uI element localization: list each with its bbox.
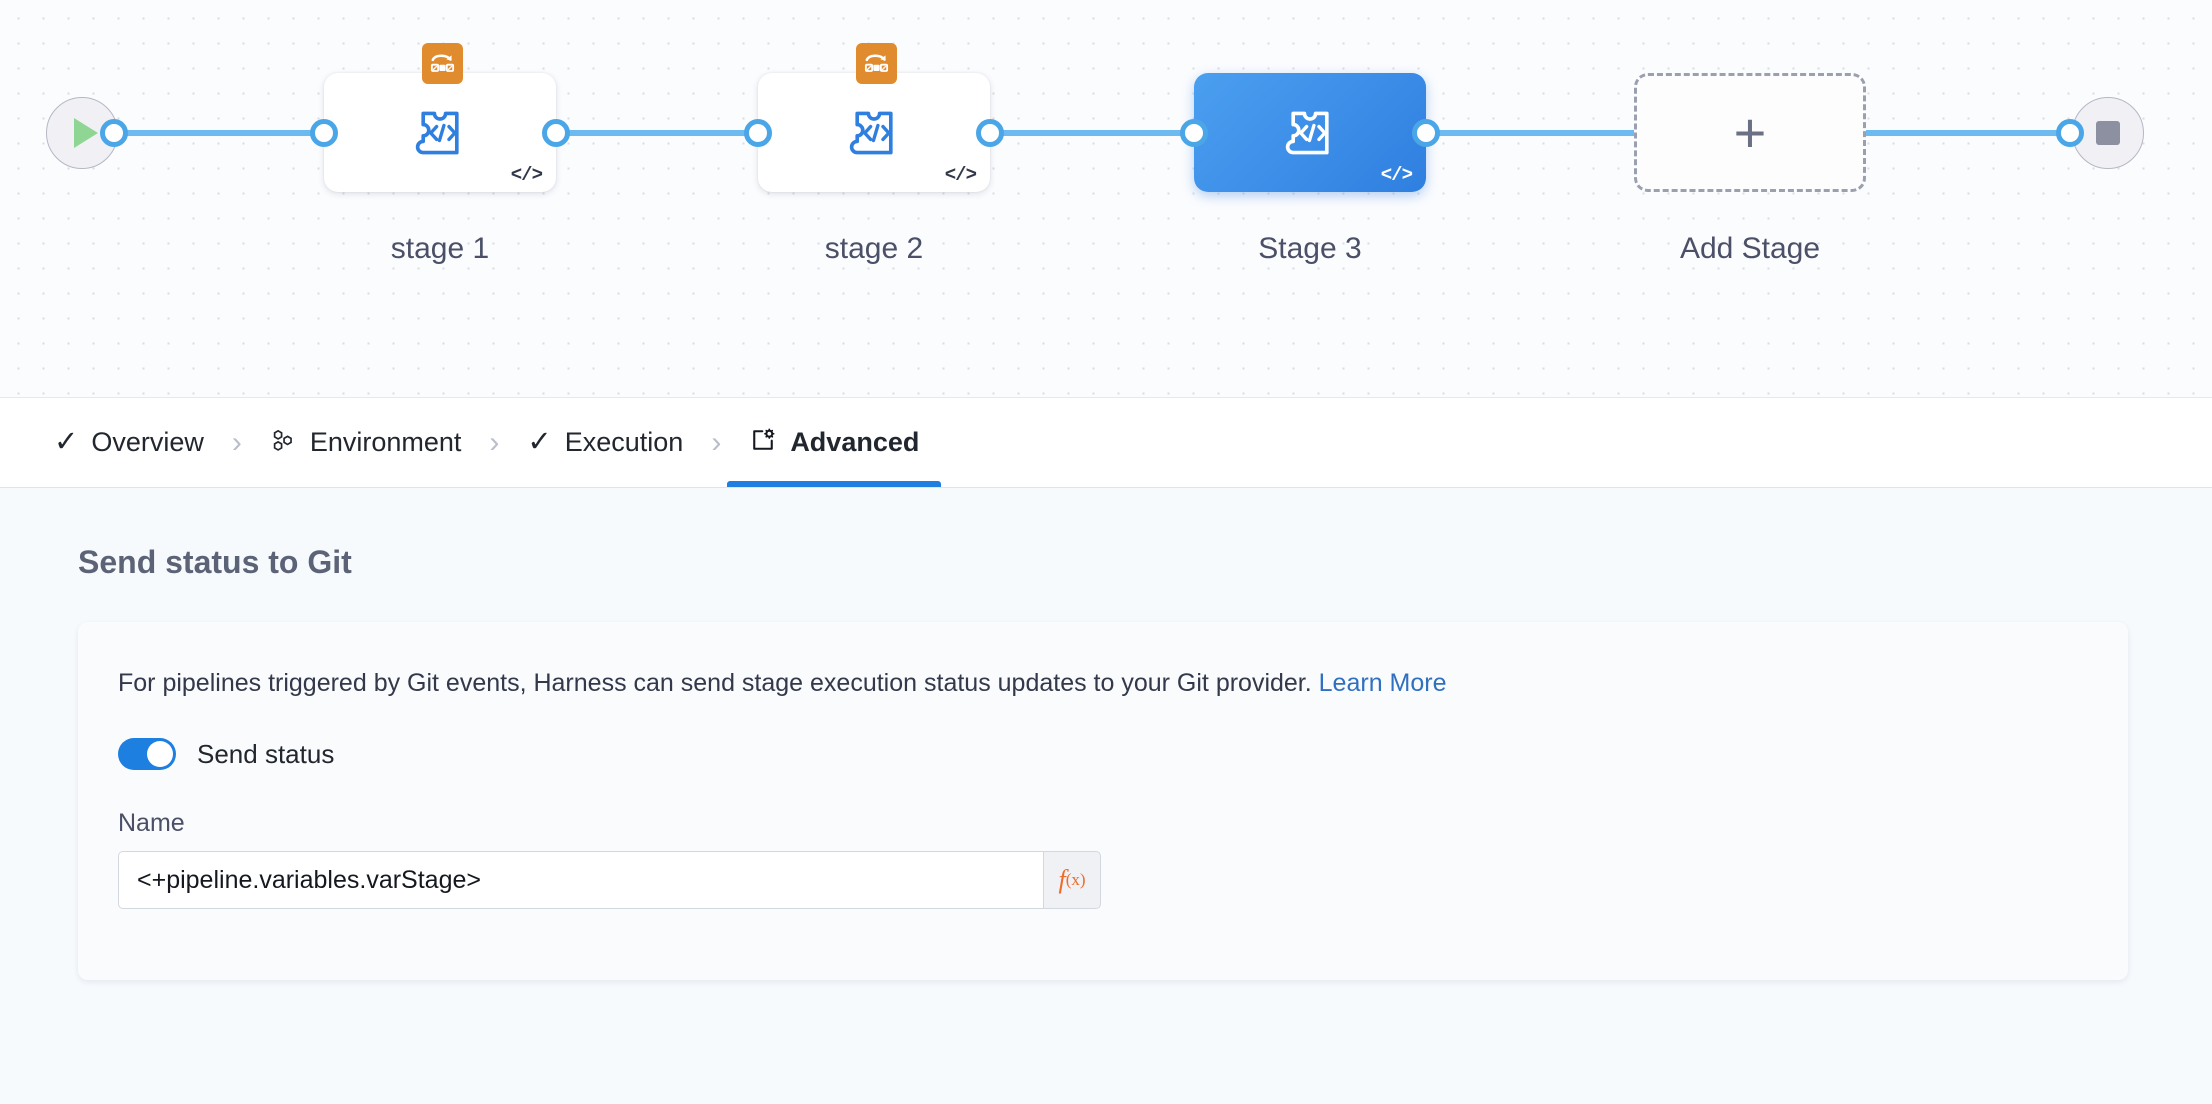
connector-rail-3 (960, 130, 1220, 136)
tab-advanced[interactable]: Advanced (727, 398, 942, 487)
tab-overview-label: Overview (91, 427, 204, 457)
name-input[interactable] (118, 851, 1043, 909)
tab-separator-icon: › (711, 425, 722, 459)
learn-more-link[interactable]: Learn More (1318, 669, 1447, 697)
template-badge-icon (422, 43, 463, 84)
send-status-card: For pipelines triggered by Git events, H… (78, 622, 2128, 980)
connector-rail-5 (1840, 130, 2070, 136)
port-stage-2-in[interactable] (744, 119, 772, 147)
card-gear-icon (749, 426, 777, 459)
page-title: Send status to Git (78, 544, 352, 580)
check-icon: ✓ (527, 426, 552, 458)
port-end-in[interactable] (2056, 119, 2084, 147)
port-start-out[interactable] (100, 119, 128, 147)
tab-environment-label: Environment (309, 427, 462, 457)
name-field-label: Name (118, 809, 185, 837)
stage-label-2: stage 2 (824, 232, 924, 265)
stage-label-1: stage 1 (390, 232, 490, 265)
stage-type-code-marker: </> (944, 164, 977, 186)
check-icon: ✓ (54, 426, 79, 458)
stop-icon (2096, 121, 2120, 145)
custom-stage-icon (849, 111, 893, 154)
stage-label-3: Stage 3 (1258, 232, 1362, 265)
tab-overview[interactable]: ✓ Overview (32, 398, 226, 487)
name-field-row: f(x) (118, 851, 1101, 909)
custom-stage-icon (415, 111, 459, 154)
connector-rail-2 (540, 130, 784, 136)
tab-separator-icon: › (231, 425, 242, 459)
custom-stage-icon (1285, 111, 1329, 154)
add-stage-label: Add Stage (1679, 232, 1821, 265)
stage-type-code-marker: </> (1380, 164, 1413, 186)
port-stage-3-out[interactable] (1412, 119, 1440, 147)
tab-environment[interactable]: Environment (248, 398, 484, 487)
toggle-knob (147, 741, 173, 767)
send-status-toggle[interactable] (118, 738, 176, 770)
tab-execution[interactable]: ✓ Execution (505, 398, 705, 487)
port-stage-2-out[interactable] (976, 119, 1004, 147)
port-stage-3-in[interactable] (1180, 119, 1208, 147)
add-stage-node[interactable]: + (1634, 73, 1866, 192)
tab-advanced-label: Advanced (790, 427, 920, 457)
expression-toggle-button[interactable]: f(x) (1043, 851, 1101, 909)
hexagons-icon (270, 427, 297, 459)
send-status-toggle-row: Send status (118, 738, 2128, 770)
send-status-toggle-label: Send status (197, 738, 335, 769)
tab-execution-label: Execution (564, 427, 684, 457)
pipeline-canvas[interactable]: </> stage 1 </> stage 2 </> (0, 0, 2212, 398)
play-icon (74, 118, 98, 148)
stage-node-1[interactable]: </> (324, 43, 556, 192)
port-stage-1-out[interactable] (542, 119, 570, 147)
card-description-text: For pipelines triggered by Git events, H… (118, 669, 1312, 697)
port-stage-1-in[interactable] (310, 119, 338, 147)
advanced-panel: Send status to Git For pipelines trigger… (0, 488, 2212, 1104)
card-description: For pipelines triggered by Git events, H… (118, 666, 2128, 701)
connector-rail-4 (1400, 130, 1640, 136)
stage-type-code-marker: </> (510, 164, 543, 186)
plus-icon: + (1733, 100, 1767, 164)
tab-separator-icon: › (489, 425, 500, 459)
template-badge-icon (856, 43, 897, 84)
stage-config-tabbar[interactable]: ✓ Overview › Environment › ✓ Execution ›… (0, 398, 2212, 488)
connector-rail-1 (108, 130, 368, 136)
stage-node-2[interactable]: </> (758, 43, 990, 192)
stage-node-3[interactable]: </> (1194, 73, 1426, 192)
